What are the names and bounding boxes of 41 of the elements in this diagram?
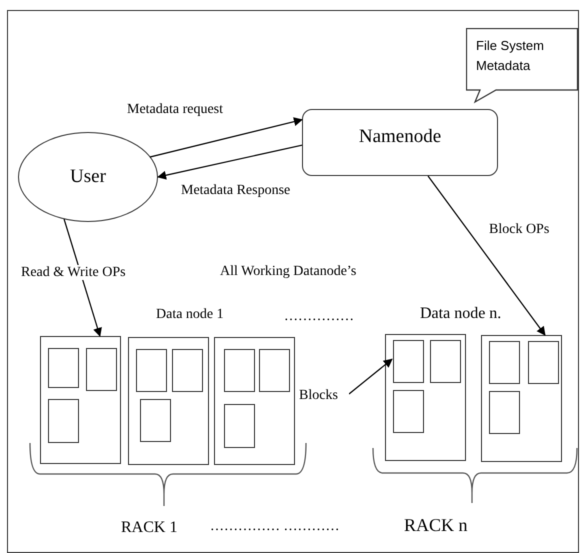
speech-bubble	[466, 28, 578, 104]
edge-label: Metadata request	[126, 102, 224, 118]
callout-text: File System Metadata	[476, 37, 545, 76]
node-label: Namenode	[358, 126, 442, 148]
datanode-box	[481, 335, 562, 462]
block-box	[140, 399, 171, 442]
arrow	[157, 144, 302, 180]
node-label: User	[69, 166, 107, 188]
text-label: RACK 1	[121, 519, 178, 537]
text-label: Data node n.	[420, 305, 502, 323]
block-box	[393, 340, 424, 383]
text-label: Data node 1	[156, 307, 224, 322]
text-label: …………… …………	[210, 519, 340, 534]
arrow	[150, 117, 303, 158]
arrow	[63, 218, 102, 337]
text-label: ……………	[284, 309, 354, 324]
block-box	[489, 391, 520, 434]
block-box	[224, 404, 255, 448]
block-box	[224, 349, 255, 392]
datanode-box	[385, 334, 466, 461]
block-box	[86, 348, 117, 391]
ellipse-node	[18, 132, 158, 222]
text-label: RACK n	[404, 516, 468, 536]
block-box	[528, 341, 559, 384]
block-box	[136, 349, 167, 392]
datanode-box	[214, 337, 295, 465]
arrow	[348, 358, 393, 394]
text-label: All Working Datanode’s	[220, 264, 356, 280]
block-box	[393, 390, 424, 433]
block-box	[48, 348, 79, 388]
block-box	[172, 349, 203, 392]
block-box	[259, 349, 290, 392]
block-box	[489, 341, 520, 384]
edge-label: Read & Write OPs	[20, 265, 127, 280]
datanode-box	[40, 336, 121, 464]
block-box	[430, 340, 461, 383]
datanode-box	[128, 337, 209, 465]
rounded-box	[302, 109, 498, 176]
edge-label: Metadata Response	[180, 183, 292, 198]
arrow	[428, 176, 546, 336]
block-box	[48, 399, 79, 443]
